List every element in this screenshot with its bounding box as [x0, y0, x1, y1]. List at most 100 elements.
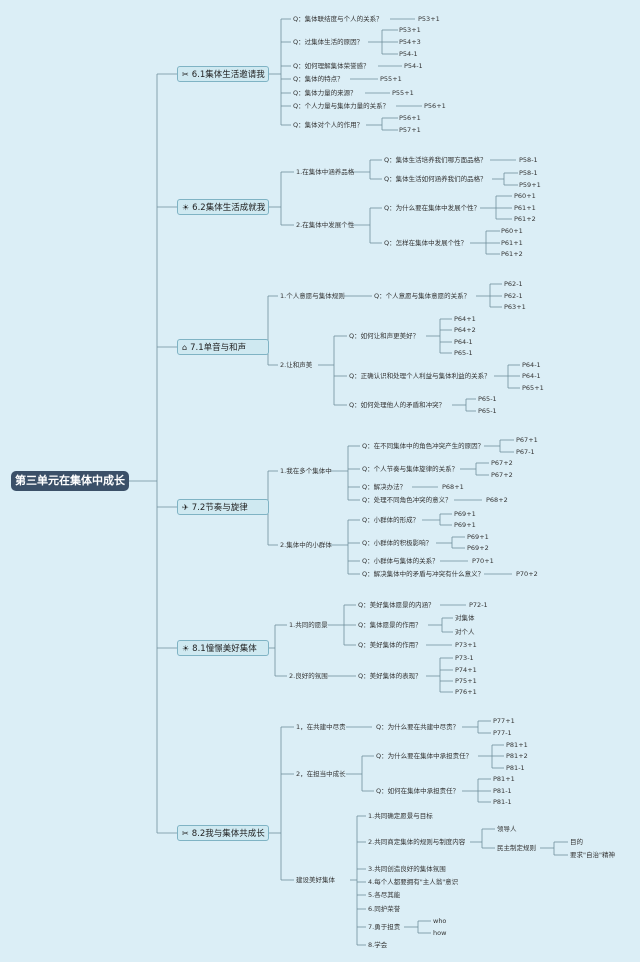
page-ref: P64-1: [454, 338, 473, 346]
page-ref: P81+2: [506, 752, 528, 760]
page-ref: P67+1: [516, 436, 538, 444]
page-ref: P57+1: [399, 126, 421, 134]
page-ref: P61+2: [501, 250, 523, 258]
page-ref: P65+1: [522, 384, 544, 392]
page-ref: P60+1: [501, 227, 523, 235]
question: Q：个人力量与集体力量的关系？: [293, 102, 390, 110]
build-sub: who: [433, 917, 447, 925]
root-topic[interactable]: 第三单元在集体中成长: [11, 471, 129, 491]
section-label: 2，在担当中成长: [296, 770, 346, 778]
page-ref: P65-1: [478, 395, 497, 403]
question: Q：如何让和声更美好？: [349, 332, 420, 340]
question: Q：个人节奏与集体旋律的关系？: [362, 465, 459, 473]
section-label: 1.个人意愿与集体规则: [280, 292, 345, 300]
page-ref: P81+1: [493, 775, 515, 783]
page-ref: P64-1: [522, 372, 541, 380]
chapter-6-2[interactable]: ☀6.2集体生活成就我: [177, 199, 269, 215]
question: Q：为什么要在集体中发展个性？: [384, 204, 481, 212]
page-ref: P67-1: [516, 448, 535, 456]
page-ref: P69+1: [467, 533, 489, 541]
page-ref: P61+1: [514, 204, 536, 212]
page-ref: P61+1: [501, 239, 523, 247]
page-ref: P63+1: [504, 303, 526, 311]
page-ref: P58-1: [519, 156, 538, 164]
question: Q：为什么要在集体中承担责任？: [376, 752, 473, 760]
question: Q：集体对个人的作用？: [293, 121, 364, 129]
page-ref: P81-1: [493, 787, 512, 795]
page-ref: P58-1: [519, 169, 538, 177]
page-ref: P62-1: [504, 292, 523, 300]
question: Q：小群体与集体的关系？: [362, 557, 439, 565]
page-ref: P69+1: [454, 521, 476, 529]
build-step: 1.共同确定愿景与目标: [368, 812, 433, 820]
question: Q：个人意愿与集体意愿的关系？: [374, 292, 471, 300]
chapter-title: 6.1集体生活邀请我: [191, 70, 265, 80]
sun-icon: ☀: [182, 644, 190, 653]
section-label: 1，在共建中尽责: [296, 723, 346, 731]
page-ref: P73+1: [455, 641, 477, 649]
section-label: 2.在集体中发展个性: [296, 221, 355, 229]
page-ref: P81-1: [506, 764, 525, 772]
section-label: 2.让和声美: [280, 361, 313, 369]
question: Q：处理不同角色冲突的意义？: [362, 496, 452, 504]
build-subsub: 目的: [570, 838, 583, 846]
chapter-title: 8.1憧憬美好集体: [192, 644, 257, 654]
question: Q：如何在集体中承担责任？: [376, 787, 460, 795]
section-label: 2.良好的氛围: [289, 672, 328, 680]
question: Q：解决集体中的矛盾与冲突有什么意义？: [362, 570, 485, 578]
build-sub: 领导人: [497, 825, 517, 833]
chapter-7-2[interactable]: ✈7.2节奏与旋律: [177, 499, 269, 515]
build-step: 4.每个人都要拥有"主人翁"意识: [368, 878, 459, 886]
page-ref: P60+1: [514, 192, 536, 200]
page-ref: P54-1: [404, 62, 423, 70]
question: Q：怎样在集体中发展个性？: [384, 239, 468, 247]
page-ref: P68+1: [442, 483, 464, 491]
question: Q：正确认识和处理个人利益与集体利益的关系？: [349, 372, 491, 380]
page-ref: P72-1: [469, 601, 488, 609]
question: Q：集体的特点？: [293, 75, 344, 83]
chapter-title: 7.1单音与和声: [190, 343, 247, 353]
page-ref: P55+1: [392, 89, 414, 97]
page-ref: 对个人: [455, 628, 475, 636]
house-icon: ⌂: [182, 343, 188, 352]
page-ref: P62-1: [504, 280, 523, 288]
question: Q：美好集体的作用？: [358, 641, 422, 649]
page-ref: P54-1: [399, 50, 418, 58]
chapter-8-2[interactable]: ✂8.2我与集体共成长: [177, 825, 269, 841]
page-ref: P68+2: [486, 496, 508, 504]
chapter-6-1[interactable]: ✂6.1集体生活邀请我: [177, 66, 269, 82]
build-step: 8.学会: [368, 941, 388, 949]
build-sub: how: [433, 929, 447, 937]
chapter-title: 8.2我与集体共成长: [191, 829, 265, 839]
page-ref: P74+1: [455, 666, 477, 674]
page-ref: P56+1: [399, 114, 421, 122]
page-ref: P69+2: [467, 544, 489, 552]
page-ref: P64+1: [454, 315, 476, 323]
question: Q：为什么要在共建中尽责？: [376, 723, 460, 731]
build-step: 6.同护荣誉: [368, 905, 401, 913]
page-ref: P70+1: [472, 557, 494, 565]
question: Q：集体生活如何涵养我们的品格？: [384, 175, 487, 183]
page-ref: P64+2: [454, 326, 476, 334]
build-step: 2.共同商定集体的规则与制度内容: [368, 838, 466, 846]
page-ref: 对集体: [455, 614, 475, 622]
question: Q：集体力量的来源？: [293, 89, 357, 97]
section-label: 2.集体中的小群体: [280, 541, 332, 549]
chapter-7-1[interactable]: ⌂7.1单音与和声: [177, 339, 269, 355]
page-ref: P77+1: [493, 717, 515, 725]
paper-plane-icon: ✈: [182, 503, 189, 512]
scissors-icon: ✂: [182, 829, 189, 838]
section-label: 1.共同的愿景: [289, 621, 328, 629]
sun-icon: ☀: [182, 203, 190, 212]
page-ref: P53+1: [399, 26, 421, 34]
build-step: 7.勇于担责: [368, 923, 401, 931]
page-ref: P64-1: [522, 361, 541, 369]
page-ref: P81+1: [506, 741, 528, 749]
chapter-title: 6.2集体生活成就我: [192, 203, 266, 213]
page-ref: P65-1: [478, 407, 497, 415]
section-label: 1.在集体中涵养品格: [296, 168, 355, 176]
build-step: 3.共同创造良好的集体氛围: [368, 865, 446, 873]
build-subsub: 要求"自治"精神: [570, 851, 615, 859]
question: Q：过集体生活的原因？: [293, 38, 364, 46]
chapter-8-1[interactable]: ☀8.1憧憬美好集体: [177, 640, 269, 656]
